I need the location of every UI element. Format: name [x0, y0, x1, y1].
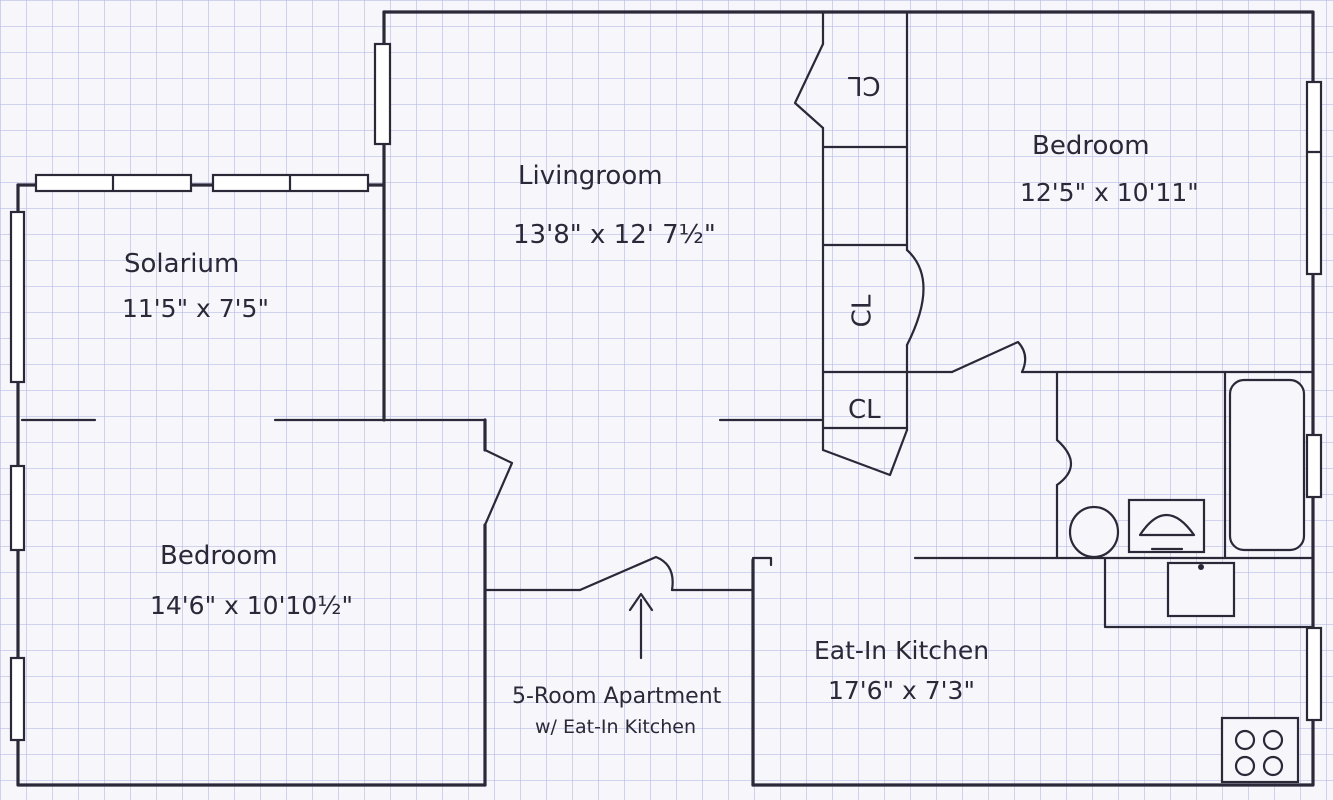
- door-entry: [578, 555, 674, 592]
- bathroom-vanity: [1127, 498, 1206, 554]
- room-name-livingroom: Livingroom: [518, 161, 663, 191]
- kitchen-fixtures: [1166, 561, 1300, 784]
- room-name-bedroom-sw: Bedroom: [160, 541, 278, 571]
- door-closet-low: [821, 428, 909, 477]
- window-kitchen: [1305, 626, 1323, 722]
- window-bathroom: [1305, 433, 1323, 499]
- closet-label-mid: CL: [847, 294, 878, 328]
- stove: [1220, 716, 1300, 784]
- window-bedroom-sw-2: [9, 656, 26, 742]
- bathtub: [1228, 378, 1306, 552]
- caption-subtitle: w/ Eat-In Kitchen: [535, 716, 697, 738]
- caption-title: 5-Room Apartment: [512, 684, 722, 709]
- door-swings: [483, 42, 1073, 592]
- window-bedroom-sw-1: [9, 464, 26, 552]
- room-size-bedroom-sw: 14'6" x 10'10½": [150, 591, 354, 620]
- burner-icon: [1234, 729, 1256, 751]
- burner-icon: [1262, 755, 1284, 777]
- room-name-bedroom-ne: Bedroom: [1032, 131, 1150, 161]
- door-closet-mid: [905, 248, 925, 347]
- window-bedroom-ne: [1305, 80, 1323, 276]
- faucet-icon: [1198, 564, 1204, 570]
- bathroom-sink-basin: [1138, 513, 1196, 537]
- door-closet-top: [793, 42, 825, 130]
- room-size-bedroom-ne: 12'5" x 10'11": [1020, 178, 1199, 207]
- entry-arrow-icon: [628, 592, 654, 660]
- room-size-solarium: 11'5" x 7'5": [122, 294, 269, 323]
- door-bathroom: [1055, 438, 1073, 487]
- bathroom-fixtures: [1068, 378, 1306, 559]
- door-bedroom-sw: [483, 448, 514, 527]
- burner-icon: [1234, 755, 1256, 777]
- closet-label-low: CL: [848, 395, 881, 425]
- room-size-livingroom: 13'8" x 12' 7½": [513, 220, 716, 250]
- window-solarium-west: [9, 210, 26, 384]
- room-name-solarium: Solarium: [124, 249, 240, 279]
- windows: [9, 42, 1323, 742]
- door-bedroom-ne: [950, 340, 1027, 374]
- toilet: [1068, 505, 1120, 559]
- burner-icon: [1262, 729, 1284, 751]
- window-living-west: [373, 42, 392, 146]
- interior-walls: [20, 10, 1315, 787]
- room-name-kitchen: Eat-In Kitchen: [814, 636, 990, 665]
- kitchen-sink: [1166, 561, 1236, 618]
- room-size-kitchen: 17'6" x 7'3": [828, 676, 975, 705]
- closet-label-top: CL: [848, 70, 881, 100]
